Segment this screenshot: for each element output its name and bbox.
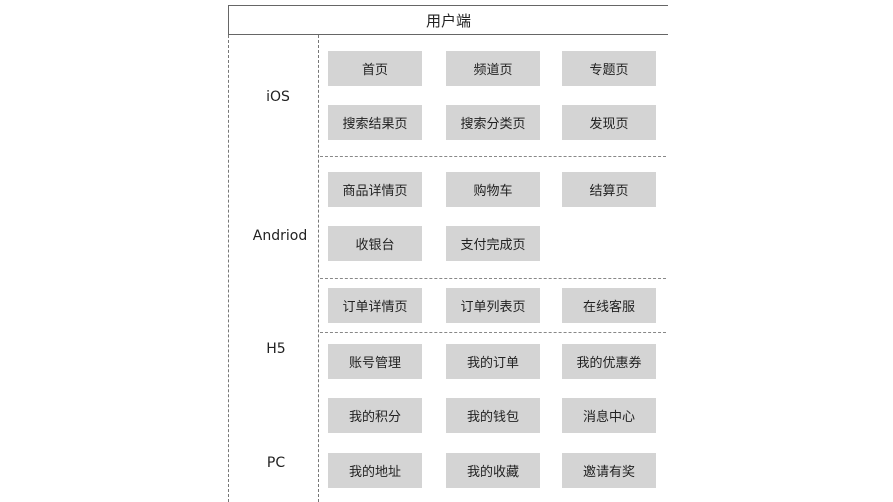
page-search-category: 搜索分类页 — [446, 105, 540, 140]
divider-h5-group — [320, 332, 666, 333]
page-message-center: 消息中心 — [562, 398, 656, 433]
platform-label-ios: iOS — [266, 89, 290, 105]
page-order-detail: 订单详情页 — [328, 288, 422, 323]
page-my-address: 我的地址 — [328, 453, 422, 488]
outer-left-border — [228, 35, 229, 502]
page-my-favorites: 我的收藏 — [446, 453, 540, 488]
page-online-service: 在线客服 — [562, 288, 656, 323]
page-cashier: 收银台 — [328, 226, 422, 261]
page-topic: 专题页 — [562, 51, 656, 86]
platform-column-divider — [318, 35, 319, 502]
page-product-detail: 商品详情页 — [328, 172, 422, 207]
diagram-title: 用户端 — [228, 5, 668, 35]
page-discover: 发现页 — [562, 105, 656, 140]
diagram-title-text: 用户端 — [425, 11, 471, 30]
page-my-coupons: 我的优惠券 — [562, 344, 656, 379]
page-checkout: 结算页 — [562, 172, 656, 207]
page-home: 首页 — [328, 51, 422, 86]
platform-label-pc: PC — [266, 455, 286, 471]
platform-label-android: Andriod — [252, 228, 308, 244]
divider-android-h5 — [320, 278, 666, 279]
page-my-points: 我的积分 — [328, 398, 422, 433]
page-channel: 频道页 — [446, 51, 540, 86]
page-payment-complete: 支付完成页 — [446, 226, 540, 261]
page-my-orders: 我的订单 — [446, 344, 540, 379]
page-account-management: 账号管理 — [328, 344, 422, 379]
divider-ios-android — [320, 156, 666, 157]
page-search-results: 搜索结果页 — [328, 105, 422, 140]
page-invite-rewards: 邀请有奖 — [562, 453, 656, 488]
page-order-list: 订单列表页 — [446, 288, 540, 323]
page-cart: 购物车 — [446, 172, 540, 207]
page-my-wallet: 我的钱包 — [446, 398, 540, 433]
platform-label-h5: H5 — [266, 341, 286, 357]
